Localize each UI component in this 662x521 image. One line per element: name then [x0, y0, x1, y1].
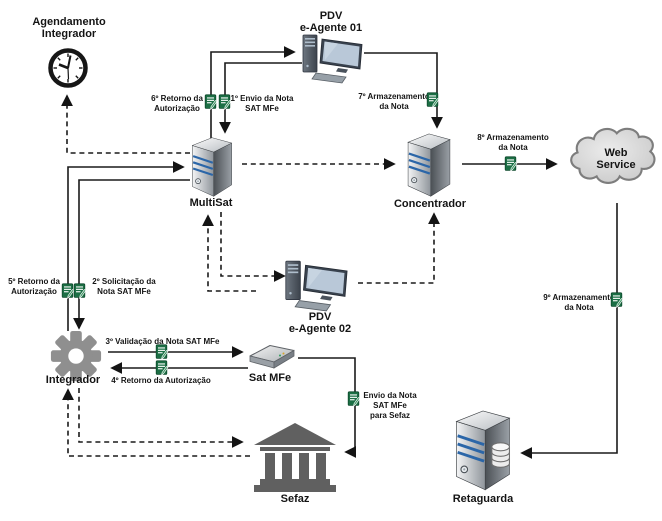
- nota-document-icon: [155, 360, 169, 376]
- edge-label-2-solicitacao: 2º Solicitação da Nota SAT MFe: [92, 277, 156, 297]
- edge-label-4-retorno: 4º Retorno da Autorização: [111, 376, 211, 385]
- desktop-computer-icon: [280, 258, 356, 312]
- wire-sefaz-to-integrador: [62, 388, 250, 457]
- pdv2-label: PDV e-Agente 02: [288, 311, 352, 336]
- nota-document-icon: [504, 156, 518, 172]
- nota-document-icon: [347, 391, 361, 407]
- edge-label-7-armazenamento: 7º Armazenamento da Nota: [358, 92, 430, 112]
- nota-document-icon: [155, 344, 169, 360]
- nota-document-icon: [218, 94, 232, 110]
- pdv1-label: PDV e-Agente 01: [299, 10, 363, 35]
- wire-6-multisat-to-pdv1: [210, 46, 296, 140]
- bank-building-icon: [254, 423, 336, 492]
- nota-document-icon: [610, 292, 624, 308]
- clock-icon: [48, 48, 88, 88]
- edge-label-3-validacao: 3º Validação da Nota SAT MFe: [105, 337, 220, 346]
- edge-label-5-retorno: 5º Retorno da Autorização: [8, 277, 60, 297]
- server-tower-icon: [186, 134, 238, 198]
- multisat-label: MultiSat: [189, 197, 233, 209]
- retaguarda-label: Retaguarda: [452, 493, 514, 505]
- edge-label-8-armazenamento: 8º Armazenamento da Nota: [477, 133, 549, 153]
- nota-document-icon: [204, 94, 218, 110]
- sat-device-icon: [249, 345, 295, 369]
- wire-pdv2-to-multisat: [202, 214, 256, 292]
- agendamento-label: Agendamento Integrador: [32, 16, 106, 41]
- edge-label-envio-sefaz: Envio da Nota SAT MFe para Sefaz: [363, 391, 417, 421]
- nota-document-icon: [73, 283, 87, 299]
- wire-integrador-to-sefaz: [78, 388, 244, 448]
- wire-multisat-to-pdv2: [220, 212, 286, 282]
- database-cylinder: [491, 442, 511, 468]
- wire-2-integrador-to-multisat: [67, 161, 185, 331]
- sefaz-label: Sefaz: [280, 493, 310, 505]
- gear-icon: [50, 330, 102, 382]
- satmfe-label: Sat MFe: [248, 372, 292, 384]
- wire-9-webservice-to-retaguarda: [520, 203, 618, 459]
- desktop-computer-icon: [298, 32, 370, 84]
- wire-7-pdv1-to-concentrador: [364, 52, 443, 129]
- nota-document-icon: [426, 92, 440, 108]
- wire-multisat-to-agendamento: [61, 94, 190, 154]
- concentrador-label: Concentrador: [393, 198, 467, 210]
- webservice-label: Web Service: [596, 147, 636, 172]
- server-tower-icon: [398, 130, 460, 198]
- edge-label-1-envio: 1º Envio da Nota SAT MFe: [230, 94, 294, 114]
- wire-5-multisat-to-integrador: [73, 179, 190, 330]
- database-server-icon: [450, 406, 516, 492]
- integrador-label: Integrador: [45, 374, 101, 386]
- edge-label-9-armazenamento: 9º Armazenamento da Nota: [543, 293, 615, 313]
- edge-label-6-retorno: 6º Retorno da Autorização: [151, 94, 203, 114]
- cloud-icon: [570, 127, 656, 184]
- wire-pdv2-to-concentrador: [358, 212, 440, 284]
